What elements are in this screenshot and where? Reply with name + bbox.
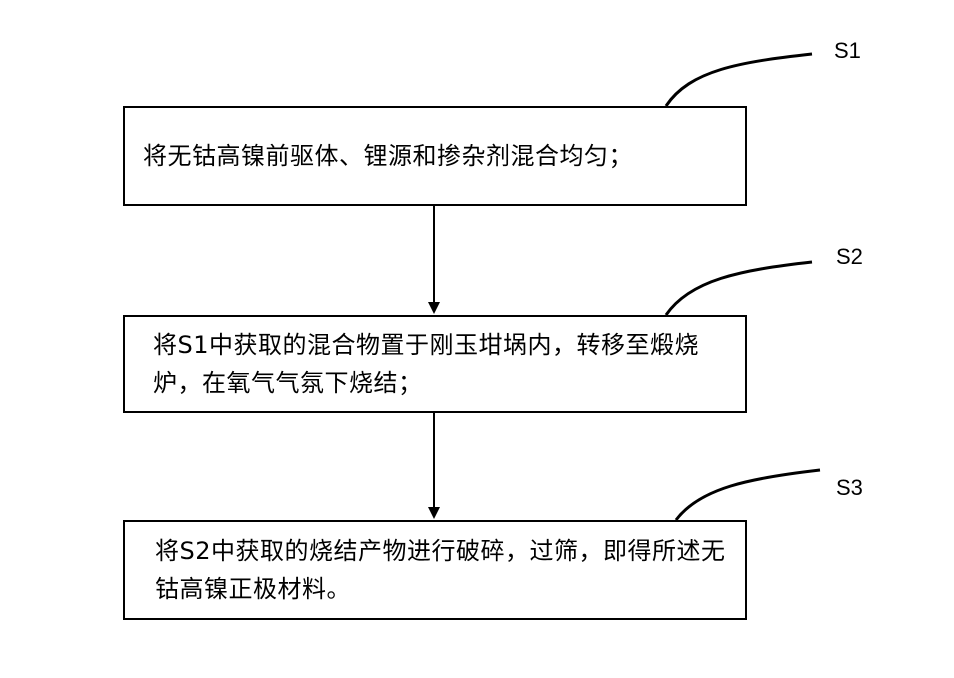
step-box-s3: 将S2中获取的烧结产物进行破碎，过筛，即得所述无钴高镍正极材料。	[123, 520, 747, 620]
step-label-s3: S3	[836, 475, 863, 500]
leader-line-s3	[674, 468, 821, 521]
step-box-s2: 将S1中获取的混合物置于刚玉坩埚内，转移至煅烧炉，在氧气气氛下烧结；	[123, 315, 747, 413]
leader-line-s2	[664, 260, 813, 316]
leader-line-s1	[664, 52, 813, 107]
step-text-s1: 将无钴高镍前驱体、锂源和掺杂剂混合均匀；	[143, 142, 633, 170]
step-box-s1: 将无钴高镍前驱体、锂源和掺杂剂混合均匀；	[123, 106, 747, 206]
step-text-s2: 将S1中获取的混合物置于刚玉坩埚内，转移至煅烧炉，在氧气气氛下烧结；	[153, 331, 700, 397]
step-text-s3: 将S2中获取的烧结产物进行破碎，过筛，即得所述无钴高镍正极材料。	[155, 537, 726, 603]
step-label-s1: S1	[834, 38, 861, 63]
step-label-s2: S2	[836, 244, 863, 269]
